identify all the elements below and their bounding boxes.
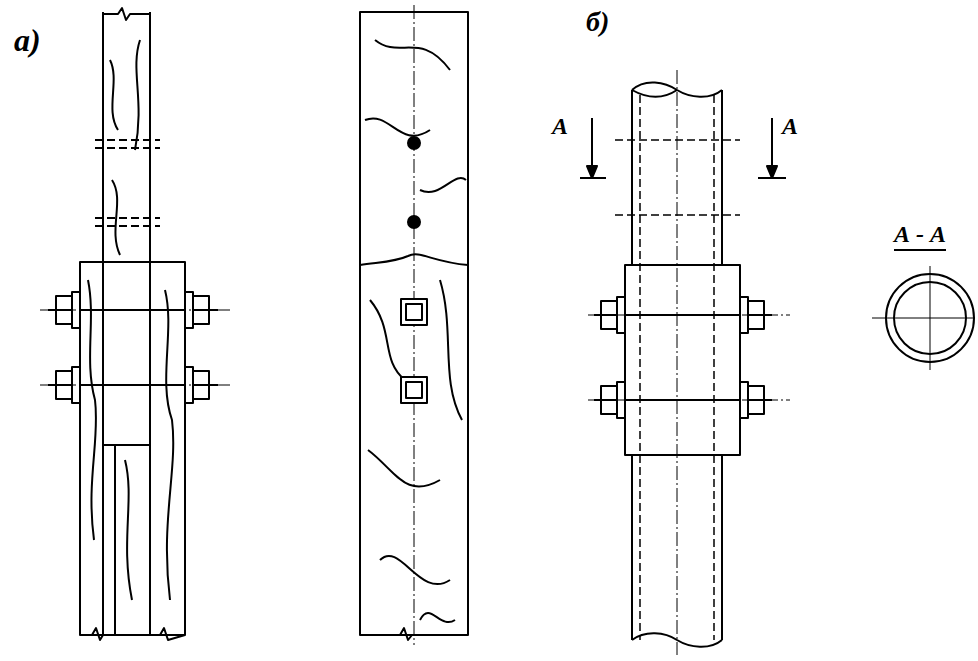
- center-line: [930, 266, 931, 370]
- splice-plate: [80, 628, 185, 640]
- upper-post: [102, 12, 104, 262]
- pipe: [632, 90, 677, 97]
- center-line: [588, 315, 790, 316]
- splice-plate: [114, 445, 116, 635]
- bolt-hole: [95, 140, 160, 226]
- figure-letter-box: б): [586, 8, 609, 36]
- figure-letter: б): [586, 6, 609, 37]
- section-marker: [580, 118, 786, 178]
- splice-plate: [80, 262, 185, 640]
- bolt-head: [408, 137, 420, 149]
- center-line: [872, 266, 975, 370]
- upper-post: [103, 8, 150, 262]
- splice-plate: [88, 280, 173, 600]
- center-line: [588, 400, 790, 401]
- bolt-hole: [95, 225, 160, 227]
- figure-letter-box: а): [14, 24, 41, 56]
- section-letter: А: [552, 113, 568, 139]
- splice-plate: [103, 444, 150, 446]
- post-front-view: [365, 40, 466, 622]
- bolt-hole: [95, 217, 160, 219]
- splice-plate: [149, 262, 151, 635]
- figure-letter: а): [14, 22, 41, 58]
- section-title-box: А - А: [894, 222, 946, 246]
- center-line: [40, 310, 230, 311]
- pipe: [631, 90, 633, 265]
- section-marker: [587, 166, 597, 178]
- section-letter: А: [782, 113, 798, 139]
- bolt-hole: [95, 139, 160, 141]
- section-marker: [767, 166, 777, 178]
- pipe: [721, 90, 723, 265]
- center-line: [872, 318, 975, 319]
- upper-post: [103, 8, 150, 20]
- bolt-head: [406, 304, 422, 320]
- hidden-line: [639, 95, 641, 640]
- center-line: [40, 385, 230, 386]
- section-letter-box: А: [552, 114, 568, 138]
- bolt: [48, 292, 218, 403]
- bolt-head: [401, 137, 427, 403]
- pipe: [721, 455, 723, 640]
- bolt-hole: [95, 147, 160, 149]
- center-line: [588, 70, 790, 655]
- bolt-head: [401, 377, 427, 403]
- splice-plate: [80, 262, 185, 635]
- section-letter-box: А: [782, 114, 798, 138]
- bolt-head: [408, 216, 420, 228]
- sleeve: [625, 265, 740, 455]
- hidden-line: [713, 95, 715, 640]
- upper-post: [149, 12, 151, 262]
- center-line: [677, 70, 678, 655]
- pipe: [631, 455, 633, 640]
- sleeve: [625, 265, 740, 455]
- bolt-head: [406, 382, 422, 398]
- center-line: [40, 310, 230, 385]
- splice-plate: [102, 262, 104, 635]
- section-title: А - А: [894, 221, 946, 251]
- bolt-head: [401, 299, 427, 325]
